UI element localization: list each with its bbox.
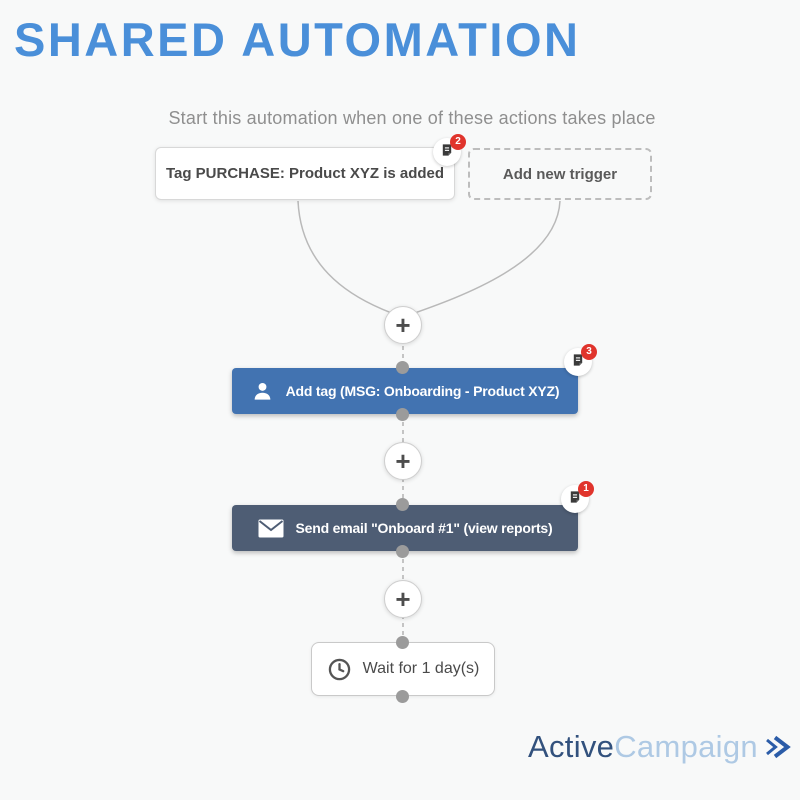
- badge-count: 3: [581, 344, 597, 360]
- badge-count: 2: [450, 134, 466, 150]
- node-label: Wait for 1 day(s): [362, 660, 480, 677]
- connector-dot: [396, 361, 409, 374]
- node-label: Send email "Onboard #1" (view reports): [295, 520, 553, 536]
- note-icon: [440, 143, 454, 162]
- add-step-button-2[interactable]: +: [384, 442, 422, 480]
- node-add-tag[interactable]: Add tag (MSG: Onboarding - Product XYZ): [232, 368, 578, 414]
- add-step-button-3[interactable]: +: [384, 580, 422, 618]
- trigger-tag-purchase[interactable]: Tag PURCHASE: Product XYZ is added: [155, 147, 455, 200]
- node-wait[interactable]: Wait for 1 day(s): [311, 642, 495, 696]
- brand-text-secondary: Campaign: [614, 729, 758, 764]
- clock-icon: [327, 657, 352, 682]
- connector-dot: [396, 690, 409, 703]
- send-email-note-badge[interactable]: 1: [561, 481, 594, 513]
- add-new-trigger-label: Add new trigger: [502, 165, 618, 183]
- node-label: Add tag (MSG: Onboarding - Product XYZ): [285, 383, 560, 399]
- connector-dot: [396, 636, 409, 649]
- add-tag-note-badge[interactable]: 3: [564, 344, 597, 376]
- note-icon: [571, 353, 585, 372]
- trigger-section-caption: Start this automation when one of these …: [168, 108, 656, 128]
- envelope-icon: [258, 519, 284, 538]
- trigger-note-badge[interactable]: 2: [433, 134, 466, 166]
- connector-dot: [396, 545, 409, 558]
- connector-dot: [396, 408, 409, 421]
- trigger-label: Tag PURCHASE: Product XYZ is added: [165, 165, 445, 182]
- brand-text-primary: Active: [528, 729, 615, 764]
- add-step-button-1[interactable]: +: [384, 306, 422, 344]
- note-icon: [568, 490, 582, 509]
- double-chevron-right-icon: [765, 735, 792, 759]
- person-icon: [251, 380, 274, 403]
- page-title: SHARED AUTOMATION: [14, 13, 581, 66]
- badge-count: 1: [578, 481, 594, 497]
- add-new-trigger-button[interactable]: Add new trigger: [468, 148, 652, 200]
- connector-dot: [396, 498, 409, 511]
- node-send-email[interactable]: Send email "Onboard #1" (view reports): [232, 505, 578, 551]
